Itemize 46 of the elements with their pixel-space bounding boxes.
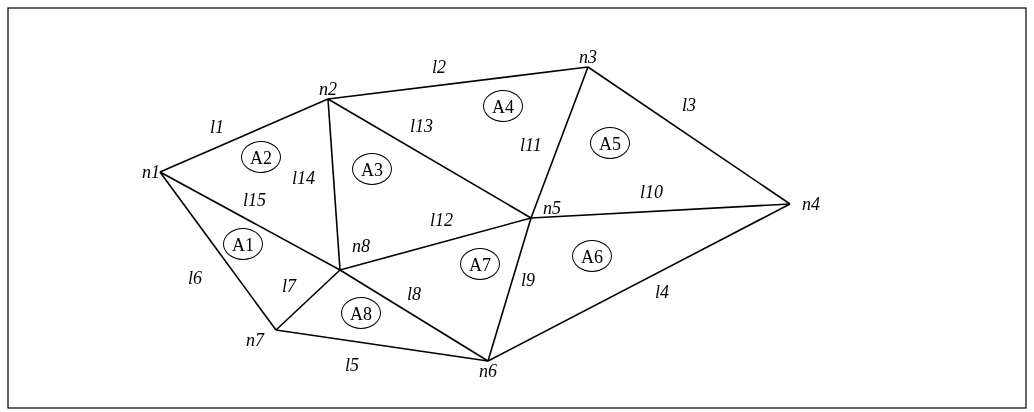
edge-label: l15 xyxy=(243,191,266,209)
edge-label: l2 xyxy=(432,58,446,76)
mesh-edge-line xyxy=(327,98,532,219)
vertex-label: n5 xyxy=(531,198,561,218)
vertex-label: n7 xyxy=(246,330,276,350)
edge-label: l12 xyxy=(430,211,453,229)
mesh-edge-line xyxy=(339,217,532,271)
vertex-label: n4 xyxy=(790,194,820,214)
edge-label: l7 xyxy=(282,277,296,295)
mesh-edge-line xyxy=(530,66,589,219)
area-circle: A2 xyxy=(241,141,281,173)
vertex-label: n8 xyxy=(340,236,370,270)
mesh-edge-line xyxy=(487,217,532,362)
mesh-edge-line xyxy=(327,98,341,271)
edge-label: l9 xyxy=(521,271,535,289)
mesh-edge-line xyxy=(327,66,589,100)
area-circle: A8 xyxy=(341,297,381,329)
mesh-edge-line xyxy=(159,98,329,173)
vertex-label: n6 xyxy=(473,361,503,381)
mesh-edge-line xyxy=(487,203,791,362)
edge-label: l6 xyxy=(188,269,202,287)
area-circle: A5 xyxy=(590,127,630,159)
vertex-label: n1 xyxy=(130,162,160,182)
edge-label: l8 xyxy=(407,285,421,303)
area-circle: A3 xyxy=(352,153,392,185)
edge-label: l10 xyxy=(640,183,663,201)
edge-label: l3 xyxy=(682,96,696,114)
mesh-edge-line xyxy=(530,203,791,219)
vertex-label: n2 xyxy=(313,79,343,99)
edge-label: l4 xyxy=(655,283,669,301)
mesh-edge-line xyxy=(275,269,341,331)
edge-label: l11 xyxy=(520,136,542,154)
mesh-edge-line xyxy=(587,66,791,205)
mesh-edge-line xyxy=(275,329,489,362)
mesh-edge-line xyxy=(339,269,489,362)
area-circle: A1 xyxy=(223,228,263,260)
edge-label: l5 xyxy=(345,356,359,374)
edge-label: l14 xyxy=(292,169,315,187)
area-circle: A7 xyxy=(460,248,500,280)
mesh-edge-line xyxy=(159,171,341,271)
area-circle: A6 xyxy=(572,240,612,272)
vertex-label: n3 xyxy=(573,47,603,67)
area-circle: A4 xyxy=(483,90,523,122)
edge-label: l1 xyxy=(210,118,224,136)
mesh-edge-line xyxy=(159,171,277,331)
edge-label: l13 xyxy=(410,117,433,135)
